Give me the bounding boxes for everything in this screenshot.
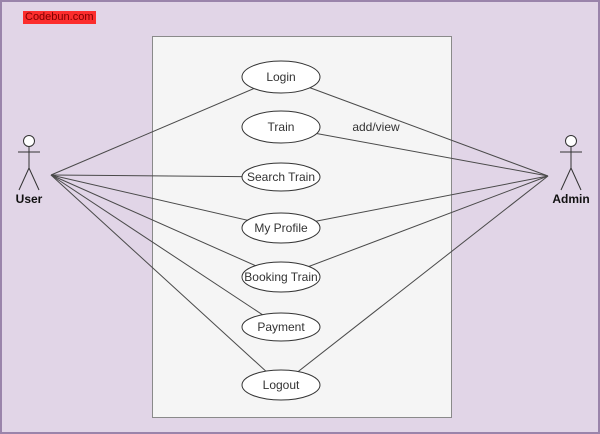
actor-admin: Admin [552, 135, 590, 206]
edge-annotation-add-view: add/view [352, 120, 400, 134]
watermark-codebun: Codebun.com [23, 11, 96, 24]
actor-user-leg-left [18, 167, 30, 191]
usecase-ellipse-search-train [241, 162, 321, 192]
usecase-search-train: Search Train [241, 162, 321, 192]
usecase-ellipse-logout [241, 369, 321, 401]
edge-user-payment [50, 174, 282, 328]
usecase-ellipse-booking-train [241, 261, 321, 293]
usecase-label-train: Train [268, 120, 295, 134]
usecase-label-login: Login [266, 70, 295, 84]
actor-admin-leg-left [560, 167, 572, 191]
usecase-label-logout: Logout [263, 378, 300, 392]
edge-admin-login [280, 76, 549, 177]
actor-user-leg-right [28, 167, 40, 191]
usecase-label-search-train: Search Train [247, 170, 315, 184]
usecase-logout: Logout [241, 369, 321, 401]
edge-user-booking-train [50, 174, 282, 278]
edge-admin-train [280, 126, 549, 177]
usecase-ellipse-payment [241, 312, 321, 342]
usecase-label-payment: Payment [257, 320, 305, 334]
usecase-ellipse-login [241, 60, 321, 94]
edge-user-my-profile [50, 174, 282, 229]
edge-user-login [50, 76, 282, 176]
edge-admin-logout [280, 175, 549, 386]
usecase-label-my-profile: My Profile [254, 221, 308, 235]
actor-user-label: User [16, 192, 43, 206]
actor-user: User [16, 135, 43, 206]
actor-admin-head-icon [565, 135, 577, 147]
usecase-ellipse-my-profile [241, 212, 321, 244]
actor-admin-leg-right [570, 167, 582, 191]
usecase-login: Login [241, 60, 321, 94]
usecase-ellipse-train [241, 110, 321, 144]
edge-user-logout [50, 174, 282, 386]
usecase-label-booking-train: Booking Train [244, 270, 317, 284]
actor-user-head-icon [23, 135, 35, 147]
actor-admin-label: Admin [552, 192, 589, 206]
usecase-my-profile: My Profile [241, 212, 321, 244]
edge-admin-my-profile [280, 175, 549, 229]
usecase-booking-train: Booking Train [241, 261, 321, 293]
usecase-train: Train [241, 110, 321, 144]
usecase-payment: Payment [241, 312, 321, 342]
edge-admin-booking-train [280, 175, 549, 278]
